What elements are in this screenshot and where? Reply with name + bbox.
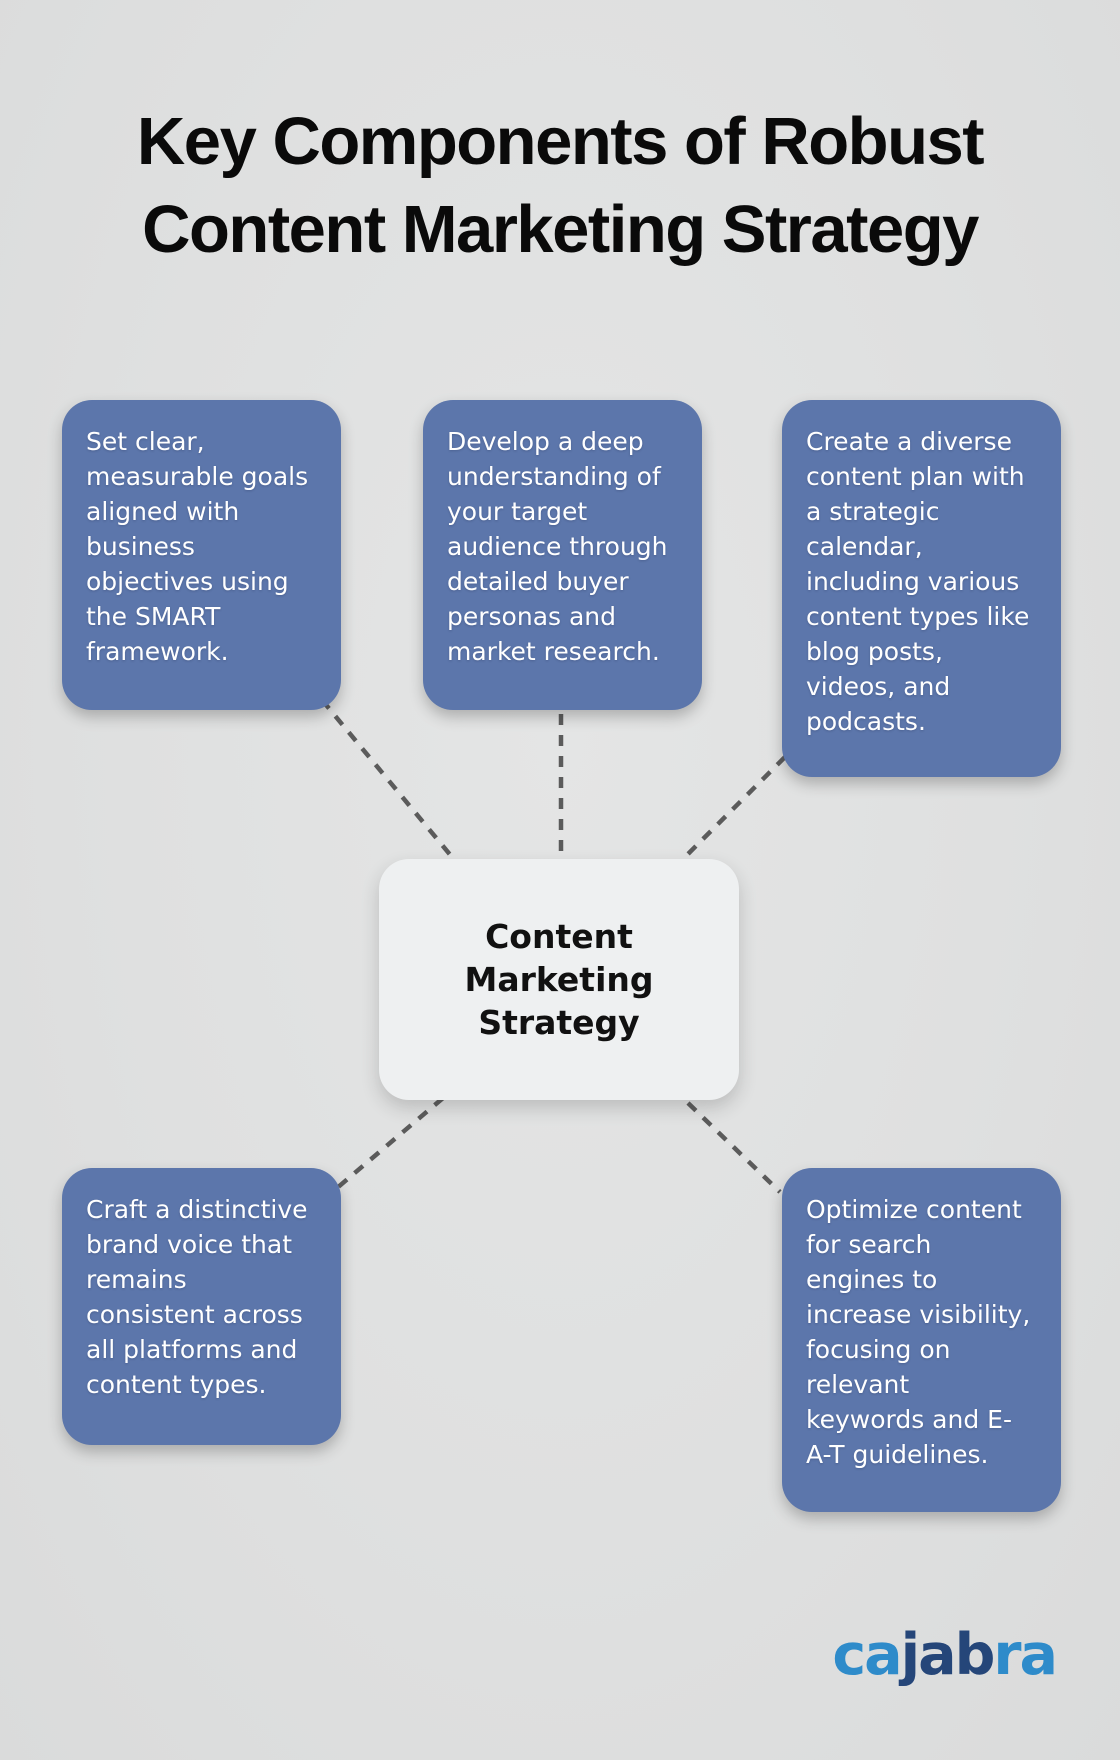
connector-goals-to-center — [320, 698, 454, 859]
component-box-brand-voice: Craft a distinctive brand voice that rem… — [62, 1168, 341, 1445]
connector-center-to-seo — [686, 1101, 782, 1194]
component-text-seo: Optimize content for search engines to i… — [806, 1195, 1031, 1469]
logo-segment-ra: ra — [993, 1622, 1058, 1688]
component-text-brand-voice: Craft a distinctive brand voice that rem… — [86, 1195, 308, 1399]
component-box-goals: Set clear, measurable goals aligned with… — [62, 400, 341, 710]
logo-segment-jab: jab — [900, 1622, 996, 1688]
page-title: Key Components of Robust Content Marketi… — [0, 98, 1120, 274]
component-box-content-plan: Create a diverse content plan with a str… — [782, 400, 1061, 777]
connector-center-to-voice — [335, 1096, 445, 1190]
component-text-goals: Set clear, measurable goals aligned with… — [86, 427, 309, 666]
connector-plan-to-center — [679, 755, 787, 863]
page-title-line-1: Key Components of Robust — [136, 104, 985, 179]
component-text-content-plan: Create a diverse content plan with a str… — [806, 427, 1030, 736]
component-box-audience: Develop a deep understanding of your tar… — [423, 400, 702, 710]
page-title-line-2: Content Marketing Strategy — [142, 192, 979, 267]
logo-segment-ca: ca — [832, 1622, 902, 1688]
cajabra-logo: cajabra — [832, 1627, 1058, 1684]
component-text-audience: Develop a deep understanding of your tar… — [447, 427, 668, 666]
center-node-label: Content Marketing Strategy — [464, 917, 654, 1042]
component-box-seo: Optimize content for search engines to i… — [782, 1168, 1061, 1512]
center-node: Content Marketing Strategy — [379, 859, 739, 1100]
